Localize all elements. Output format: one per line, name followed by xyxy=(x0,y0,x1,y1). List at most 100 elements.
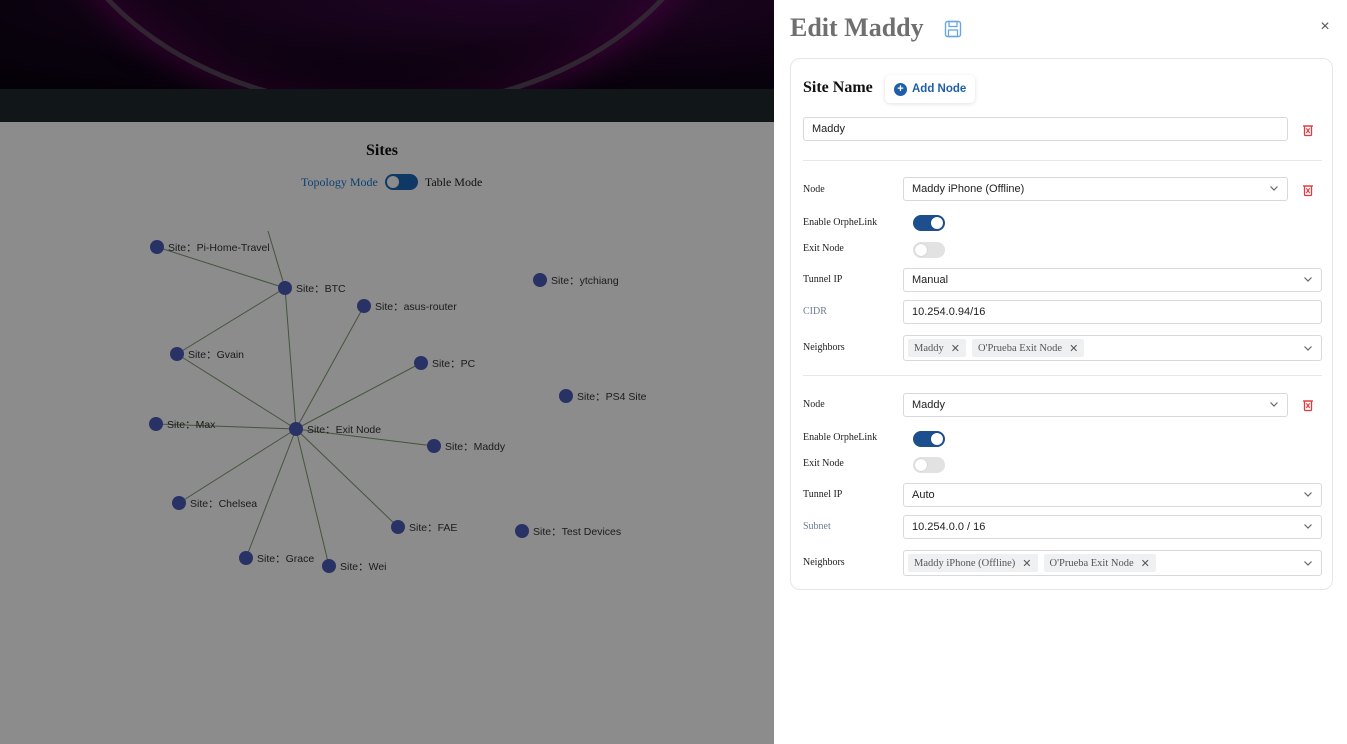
neighbor-tag-label: O'Prueba Exit Node xyxy=(977,342,1063,354)
toggle-knob xyxy=(931,217,943,229)
graph-node-label: Site：ytchiang xyxy=(551,275,619,287)
add-node-button[interactable]: + Add Node xyxy=(885,75,976,103)
divider xyxy=(803,160,1322,161)
graph-node-label: Site：Exit Node xyxy=(307,424,381,436)
neighbor-tag: O'Prueba Exit Node ✕ xyxy=(1043,554,1156,572)
graph-node-label: Site：Max xyxy=(167,419,216,431)
divider xyxy=(803,375,1322,376)
graph-node-label: Site：Pi-Home-Travel xyxy=(168,242,270,254)
subnet-select[interactable]: 10.254.0.0 / 16 xyxy=(903,515,1322,539)
graph-node-maddy[interactable] xyxy=(427,439,441,453)
graph-node-btc[interactable] xyxy=(278,281,292,295)
toggle-knob xyxy=(931,433,943,445)
graph-edge xyxy=(176,353,297,430)
graph-node-ps4-site[interactable] xyxy=(559,389,573,403)
node-select[interactable]: Maddy xyxy=(903,393,1288,417)
node-label: Node xyxy=(803,399,825,410)
neighbor-tag: Maddy ✕ xyxy=(908,339,966,357)
chevron-down-icon xyxy=(1304,561,1312,566)
graph-node-label: Site：Chelsea xyxy=(190,498,257,510)
graph-node-pc[interactable] xyxy=(414,356,428,370)
neighbor-tag-label: Maddy xyxy=(914,342,944,354)
subnet-label: Subnet xyxy=(803,521,831,532)
enable-orphelink-label: Enable OrpheLink xyxy=(803,217,878,228)
graph-node-label: Site：asus-router xyxy=(375,301,457,313)
graph-edge xyxy=(178,428,297,504)
plus-circle-icon: + xyxy=(894,82,907,96)
exit-node-label: Exit Node xyxy=(803,458,844,469)
graph-node-label: Site：PC xyxy=(432,358,476,370)
toggle-knob xyxy=(915,244,927,256)
subnet-value: 10.254.0.0 / 16 xyxy=(912,521,986,533)
graph-edge xyxy=(245,428,297,559)
graph-node-gvain[interactable] xyxy=(170,347,184,361)
site-name-input[interactable]: Maddy xyxy=(803,117,1288,141)
graph-edge xyxy=(295,428,435,447)
graph-node-chelsea[interactable] xyxy=(172,496,186,510)
neighbors-label: Neighbors xyxy=(803,557,845,568)
add-node-label: Add Node xyxy=(912,83,967,95)
remove-tag-icon[interactable]: ✕ xyxy=(1069,342,1079,355)
graph-edge xyxy=(284,287,297,430)
chevron-down-icon xyxy=(1304,277,1312,282)
chevron-down-icon xyxy=(1270,402,1278,407)
graph-node-max[interactable] xyxy=(149,417,163,431)
table-mode-label[interactable]: Table Mode xyxy=(424,174,483,189)
exit-node-toggle[interactable] xyxy=(913,457,945,473)
remove-tag-icon[interactable]: ✕ xyxy=(1022,557,1032,570)
remove-tag-icon[interactable]: ✕ xyxy=(950,342,960,355)
mode-toggle: Topology Mode Table Mode xyxy=(301,173,482,191)
delete-node-icon[interactable] xyxy=(1301,183,1315,197)
neighbors-select[interactable]: Maddy iPhone (Offline)✕ O'Prueba Exit No… xyxy=(903,550,1322,576)
graph-edge xyxy=(155,423,297,430)
graph-node-label: Site：Test Devices xyxy=(533,526,621,538)
delete-site-icon[interactable] xyxy=(1301,123,1315,137)
enable-orphelink-label: Enable OrpheLink xyxy=(803,432,878,443)
neighbors-select[interactable]: Maddy ✕ O'Prueba Exit Node ✕ xyxy=(903,335,1322,361)
node-label: Node xyxy=(803,184,825,195)
graph-node-grace[interactable] xyxy=(239,551,253,565)
exit-node-toggle[interactable] xyxy=(913,242,945,258)
chevron-down-icon xyxy=(1304,346,1312,351)
page-title: Sites xyxy=(366,142,398,159)
save-icon[interactable] xyxy=(944,20,962,38)
graph-node-label: Site：BTC xyxy=(296,283,346,295)
edit-site-drawer: Edit Maddy × Site Name + Add Node Maddy … xyxy=(774,0,1347,744)
graph-node-pi-home-travel[interactable] xyxy=(150,240,164,254)
tunnel-ip-value: Auto xyxy=(912,489,935,501)
cidr-input[interactable]: 10.254.0.94/16 xyxy=(903,300,1322,324)
node-select-value: Maddy iPhone (Offline) xyxy=(912,183,1025,195)
graph-node-wei[interactable] xyxy=(322,559,336,573)
graph-node-label: Site：FAE xyxy=(409,522,457,534)
close-icon[interactable]: × xyxy=(1320,18,1330,35)
node-select[interactable]: Maddy iPhone (Offline) xyxy=(903,177,1288,201)
topology-mode-label[interactable]: Topology Mode xyxy=(301,174,378,189)
drawer-title: Edit Maddy xyxy=(790,13,924,42)
tunnel-ip-select[interactable]: Auto xyxy=(903,483,1322,507)
site-name-label: Site Name xyxy=(803,79,873,96)
delete-node-icon[interactable] xyxy=(1301,398,1315,412)
graph-node-ytchiang[interactable] xyxy=(533,273,547,287)
enable-orphelink-toggle[interactable] xyxy=(913,431,945,447)
tunnel-ip-select[interactable]: Manual xyxy=(903,268,1322,292)
chevron-down-icon xyxy=(1304,524,1312,529)
chevron-down-icon xyxy=(1304,492,1312,497)
tunnel-ip-label: Tunnel IP xyxy=(803,489,843,500)
graph-node-label: Site：Gvain xyxy=(188,349,244,361)
neighbor-tag-label: O'Prueba Exit Node xyxy=(1049,557,1134,569)
graph-edge xyxy=(295,362,422,430)
graph-edge xyxy=(295,428,399,528)
graph-node-test-devices[interactable] xyxy=(515,524,529,538)
exit-node-label: Exit Node xyxy=(803,243,844,254)
cidr-label: CIDR xyxy=(803,306,827,317)
mode-switch[interactable] xyxy=(384,174,418,190)
graph-node-exit-node[interactable] xyxy=(289,422,303,436)
graph-node-fae[interactable] xyxy=(391,520,405,534)
site-card: Site Name + Add Node Maddy Node Maddy iP… xyxy=(790,58,1333,590)
enable-orphelink-toggle[interactable] xyxy=(913,215,945,231)
graph-node-label: Site：Grace xyxy=(257,553,314,565)
graph-node-asus-router[interactable] xyxy=(357,299,371,313)
remove-tag-icon[interactable]: ✕ xyxy=(1140,557,1150,570)
graph-node-label: Site：Wei xyxy=(340,561,387,573)
